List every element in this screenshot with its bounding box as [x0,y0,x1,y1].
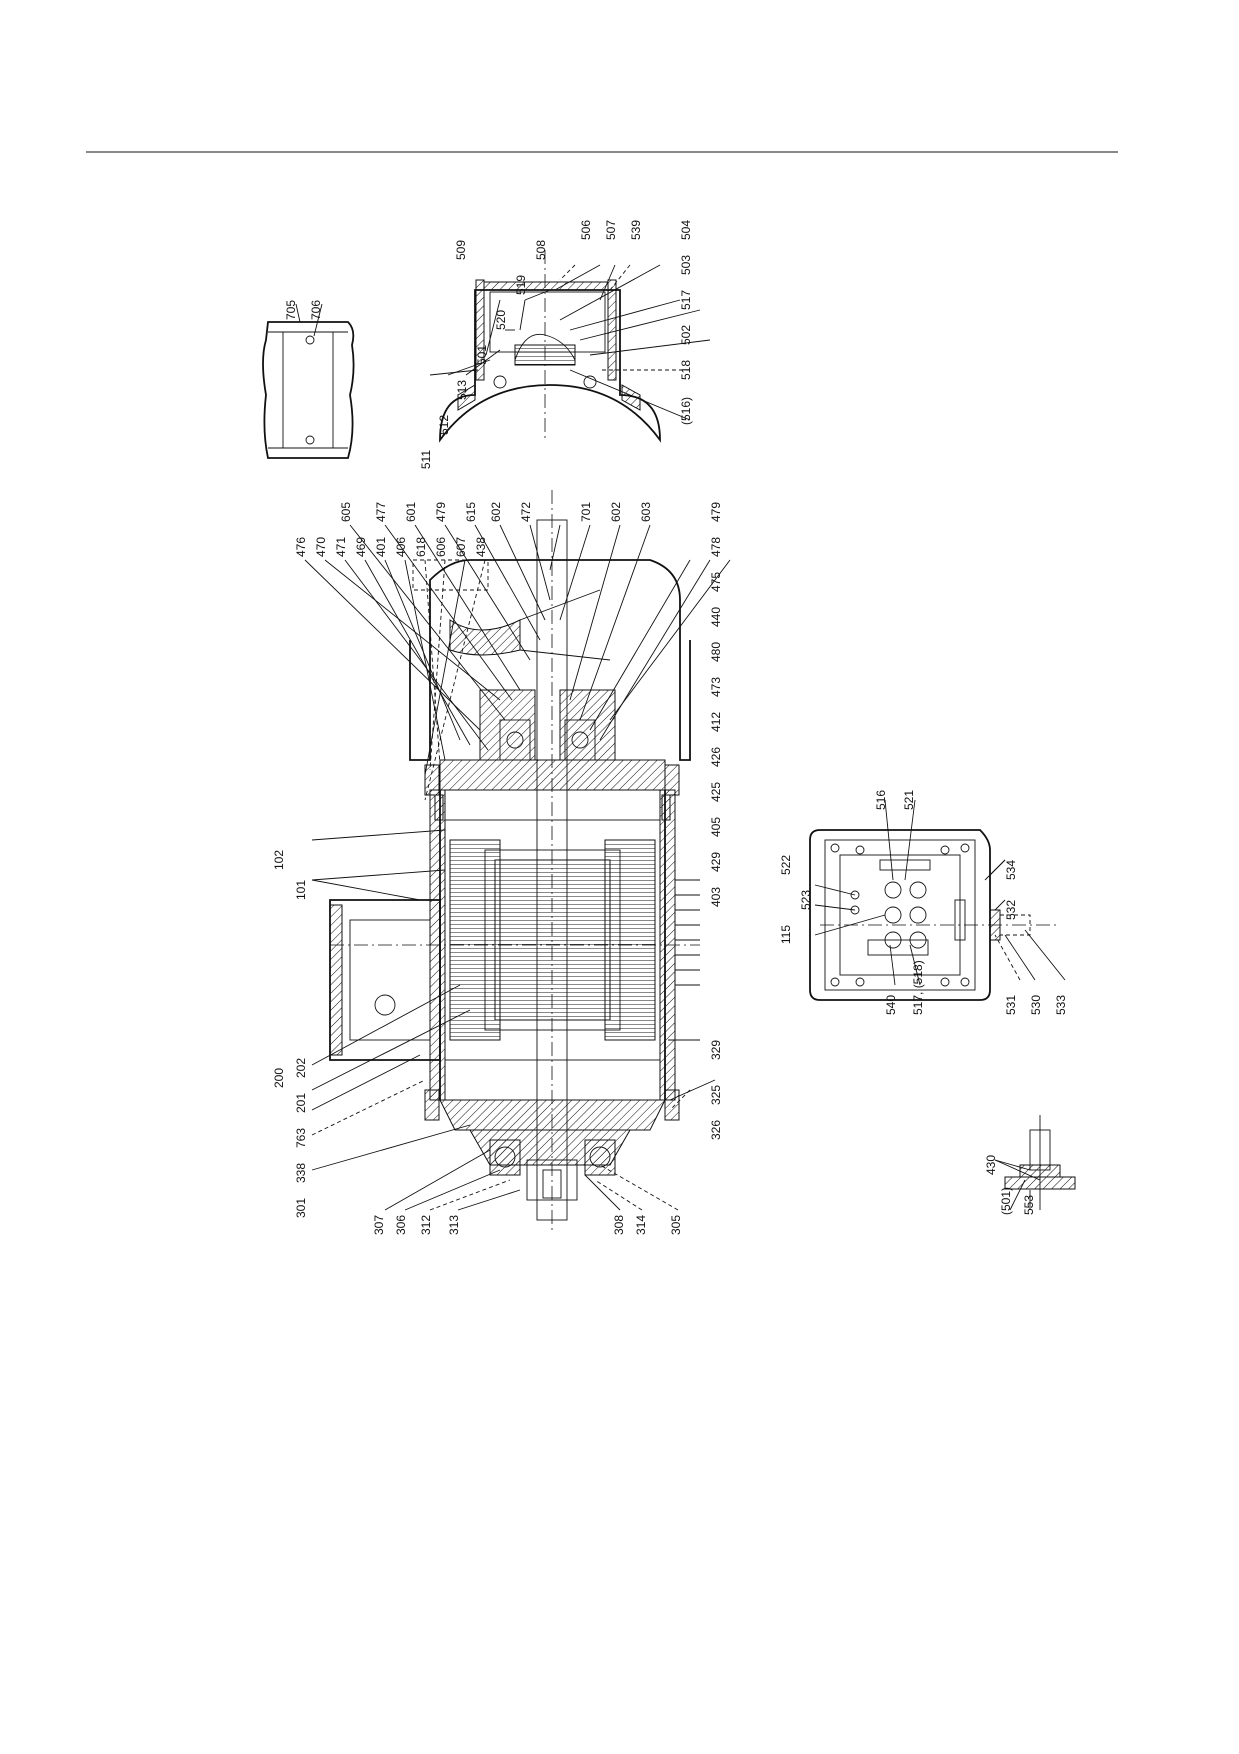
part-label: 618 [414,537,428,557]
part-label: 520 [494,310,508,330]
part-label: 200 [272,1068,286,1088]
part-label: 306 [394,1215,408,1235]
part-label: 429 [709,852,723,872]
part-label: 472 [519,502,533,522]
leader-lines [304,264,1066,1211]
part-label: 504 [679,220,693,240]
part-label: 615 [464,502,478,522]
part-label: 602 [489,502,503,522]
part-label: 506 [579,220,593,240]
part-label: 314 [634,1215,648,1235]
part-label: 115 [779,925,793,944]
part-label: 479 [709,502,723,522]
part-label: 513 [455,380,469,400]
part-label: 512 [437,415,451,435]
part-number-labels: 476 470 471 469 401 406 618 606 607 438 605 477 601 4… [272,220,1068,1235]
part-label: 508 [534,240,548,260]
gland-detail-view [1004,1115,1076,1210]
part-label: 507 [604,220,618,240]
part-label: 509 [454,240,468,260]
part-label: 312 [419,1215,433,1235]
part-label: 438 [474,537,488,557]
terminal-box-view [809,829,1060,1001]
part-label: 469 [354,537,368,557]
part-label: 406 [394,537,408,557]
part-label: 501 [475,345,489,365]
part-label: 701 [579,502,593,522]
part-label: (501) [999,1187,1013,1215]
part-label: 477 [374,502,388,522]
part-label: 479 [434,502,448,522]
part-label: 503 [679,255,693,275]
part-label: 329 [709,1040,723,1060]
part-label: 301 [294,1198,308,1218]
part-label: 530 [1029,995,1043,1015]
part-label: 540 [884,995,898,1015]
part-label: 606 [434,537,448,557]
part-label: 521 [902,790,916,810]
part-label: 326 [709,1120,723,1140]
part-label: 539 [629,220,643,240]
part-label: 201 [294,1093,308,1113]
part-label: (516) [679,397,693,425]
nameplate-view [262,303,355,459]
part-label: 313 [447,1215,461,1235]
part-label: 607 [454,537,468,557]
part-label: 338 [294,1163,308,1183]
part-label: 605 [339,502,353,522]
part-label: 533 [1054,995,1068,1015]
terminal-cover-view [439,250,661,443]
part-label: 534 [1004,860,1018,880]
part-label: 517 [679,290,693,310]
part-label: 478 [709,537,723,557]
part-label: 705 [284,300,298,320]
part-label: 102 [272,850,286,870]
part-label: 522 [779,855,793,875]
part-label: 307 [372,1215,386,1235]
part-label: 602 [609,502,623,522]
part-label: 511 [419,450,433,469]
part-label: 518 [679,360,693,380]
part-label: 476 [294,537,308,557]
part-label: 440 [709,607,723,627]
part-label: 412 [709,712,723,732]
part-label: 603 [639,502,653,522]
part-label: 706 [309,300,323,320]
part-label: 470 [314,537,328,557]
part-label: 305 [669,1215,683,1235]
part-label: 601 [404,502,418,522]
part-label: 531 [1004,995,1018,1015]
part-label: 471 [334,537,348,557]
part-label: 473 [709,677,723,697]
part-label: 502 [679,325,693,345]
part-label: 403 [709,887,723,907]
part-label: 202 [294,1058,308,1078]
part-label: 517, (518) [911,960,925,1015]
part-label: 426 [709,747,723,767]
part-label: 516 [874,790,888,810]
part-label: 763 [294,1128,308,1148]
part-label: 519 [514,275,528,295]
part-label: 101 [294,880,308,900]
part-label: 523 [799,890,813,910]
part-label: 401 [374,537,388,557]
part-label: 430 [984,1155,998,1175]
part-label: 532 [1004,900,1018,920]
part-label: 475 [709,572,723,592]
part-label: 308 [612,1215,626,1235]
part-label: 480 [709,642,723,662]
part-label: 405 [709,817,723,837]
part-label: 325 [709,1085,723,1105]
motor-section-view [329,490,700,1230]
part-label: 425 [709,782,723,802]
part-label: 553 [1022,1195,1036,1215]
